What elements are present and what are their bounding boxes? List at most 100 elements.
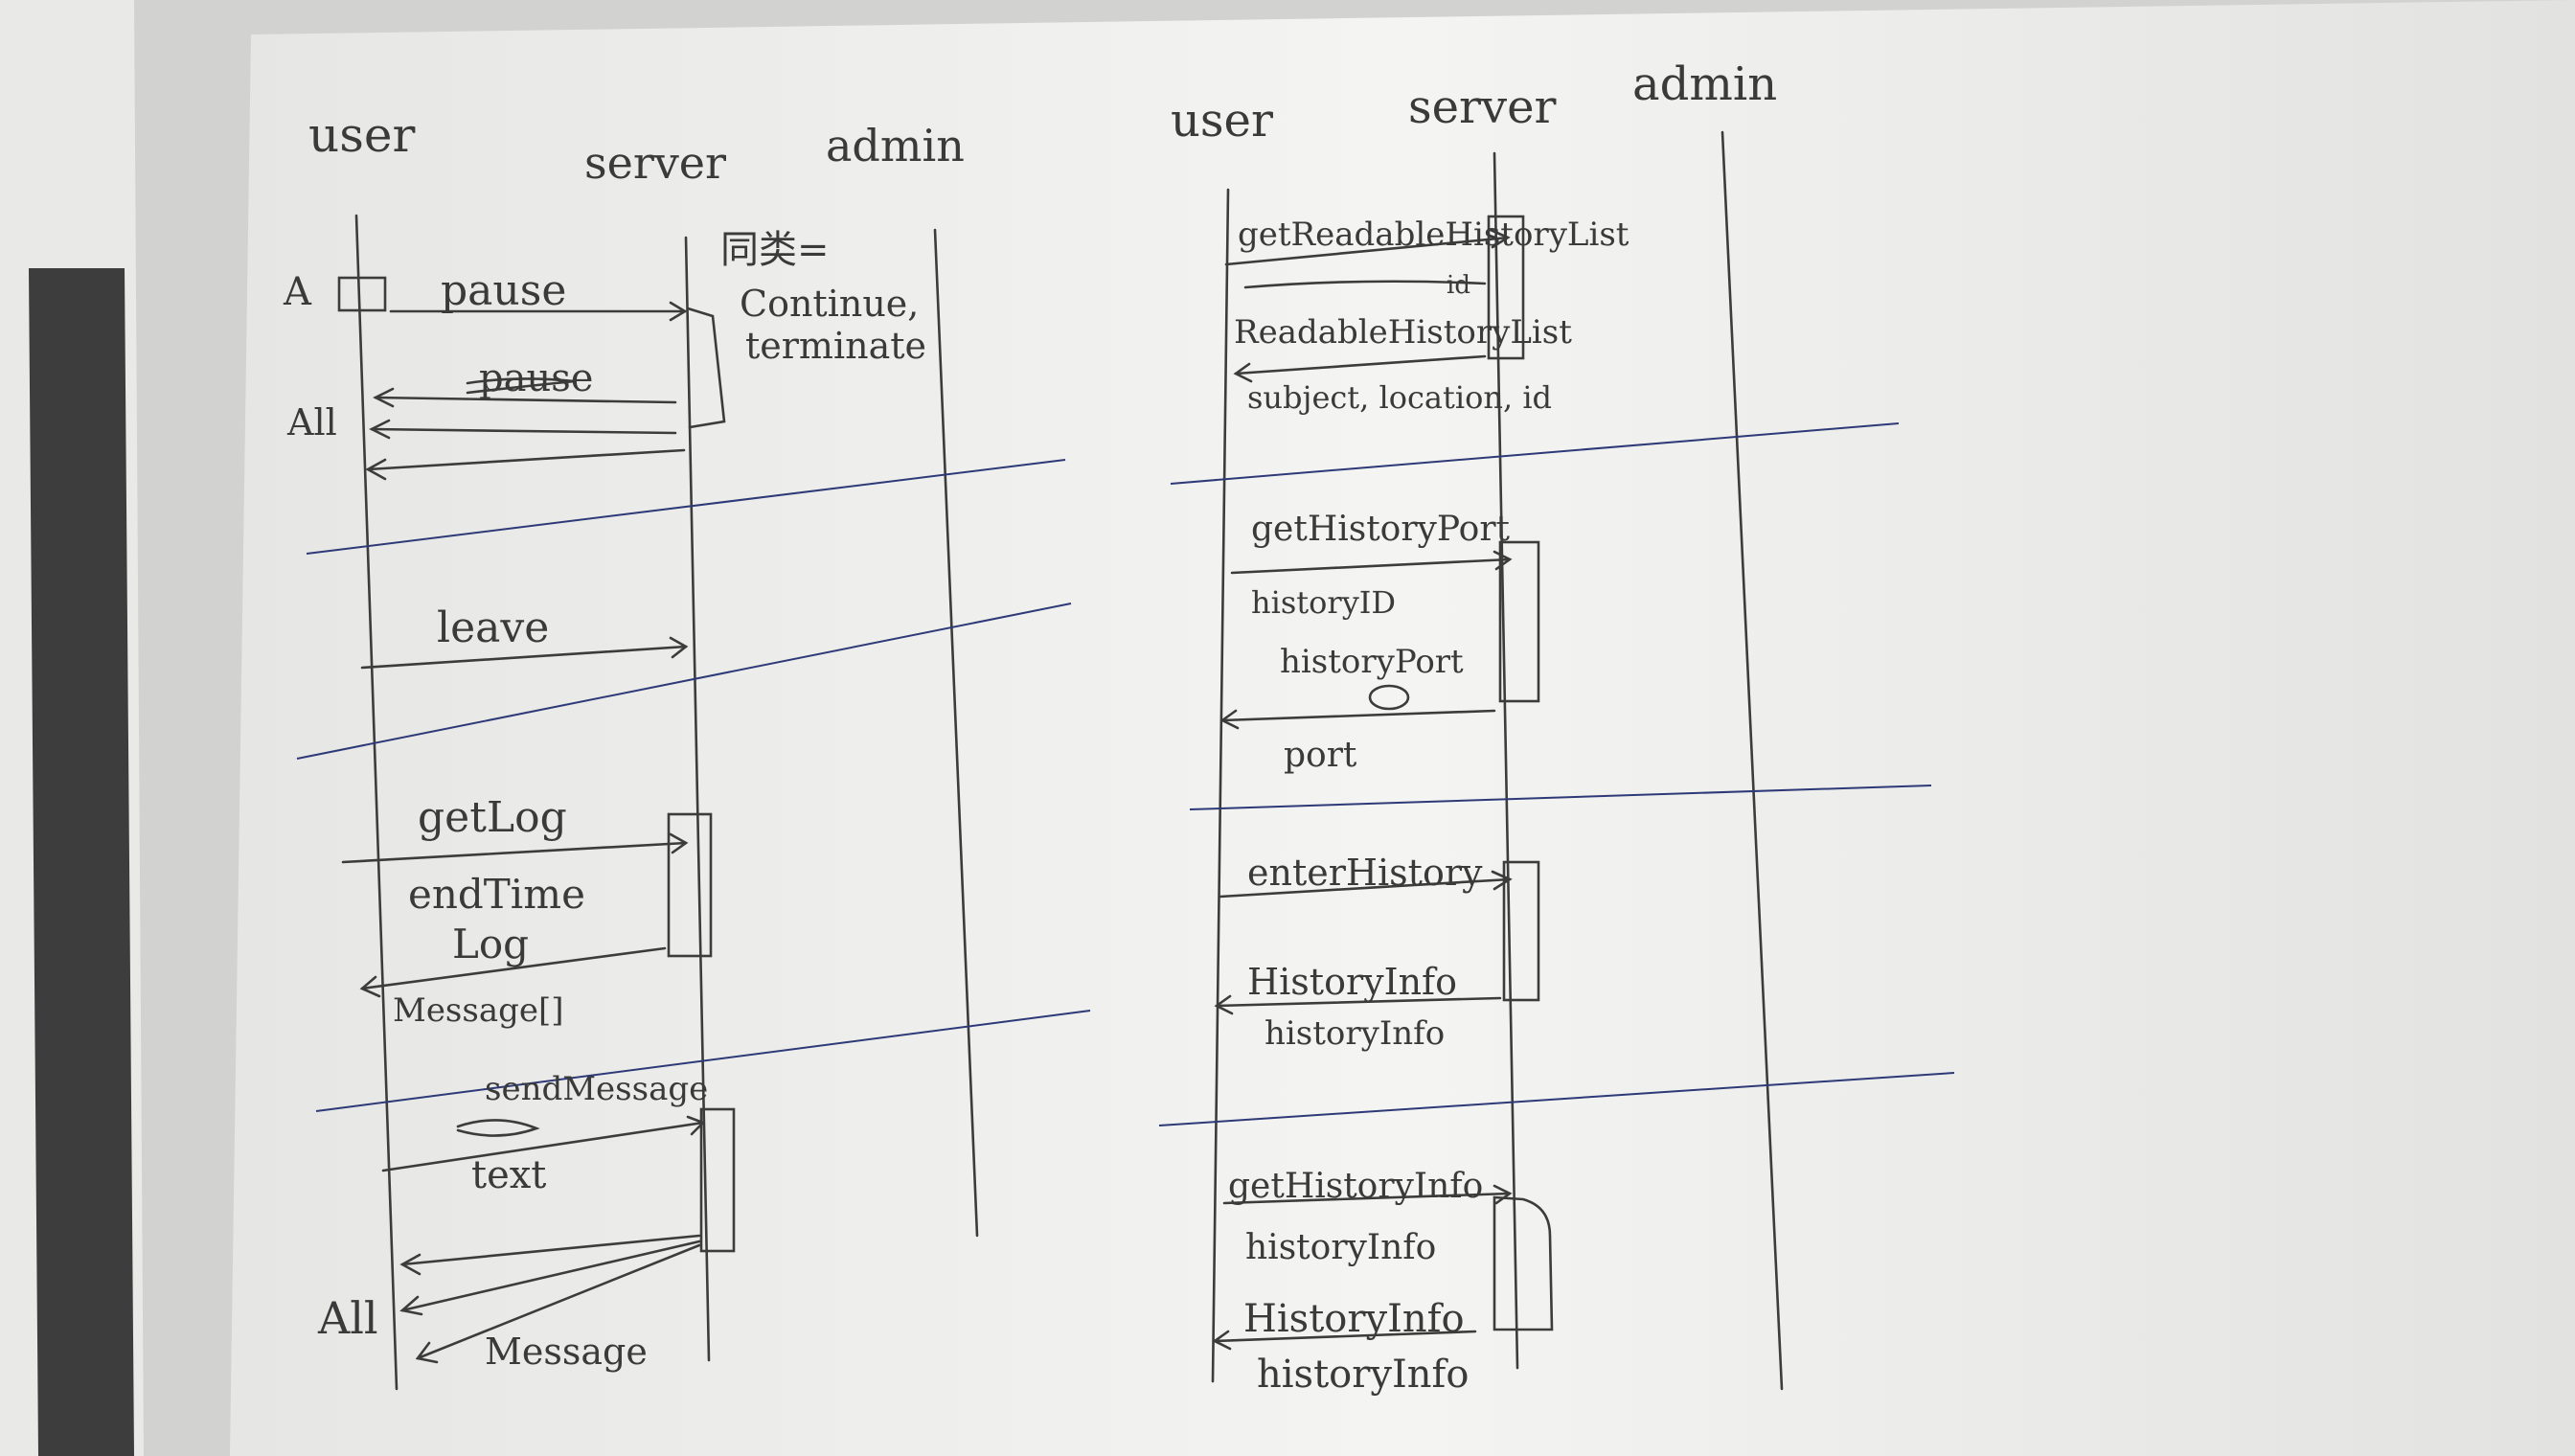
log-label: Log	[452, 921, 529, 967]
text-scribble	[456, 1119, 540, 1137]
text-param-label: text	[471, 1153, 546, 1197]
left-divider-2	[296, 603, 1072, 760]
readable-param-label: id	[1447, 271, 1470, 300]
leave-label: leave	[437, 603, 549, 652]
right-header-admin: admin	[1632, 57, 1777, 111]
pause-request-arrowhead	[669, 301, 688, 322]
right-dividers	[1158, 422, 1955, 1126]
port-activation	[1498, 540, 1540, 703]
log-response-arrowhead	[359, 975, 381, 998]
getlog-arrow	[341, 841, 688, 864]
info-response-arrow	[1213, 1330, 1477, 1343]
left-a-box	[337, 276, 387, 312]
readable-response-arrowhead	[1233, 362, 1253, 383]
left-label-all-bottom: All	[317, 1292, 378, 1344]
right-header-server: server	[1408, 80, 1557, 134]
message-broadcast-arrowhead-1	[399, 1253, 422, 1276]
left-label-all-top: All	[286, 401, 337, 444]
right-texts: user server admin getReadableHistoryList…	[1171, 57, 1777, 1397]
left-server-lifeline	[684, 236, 711, 1362]
port-response-label: historyPort	[1280, 643, 1464, 681]
info-return-label: historyInfo	[1257, 1353, 1469, 1397]
info-activation	[1493, 1195, 1554, 1331]
info-param-label: historyInfo	[1245, 1228, 1436, 1267]
pause-broadcast-label: pause	[479, 356, 593, 400]
port-param-label: historyID	[1251, 584, 1396, 621]
leave-arrowhead	[669, 636, 689, 659]
readable-scribble	[1243, 280, 1487, 289]
pause-broadcast-arrow-2	[370, 427, 677, 435]
port-request-label: getHistoryPort	[1251, 510, 1511, 549]
right-admin-lifeline	[1720, 130, 1784, 1391]
pause-broadcast-arrow-3	[366, 448, 686, 471]
enter-return-label: historyInfo	[1265, 1014, 1445, 1053]
message-broadcast-arrow-1	[400, 1234, 701, 1266]
message-broadcast-arrowhead-2	[399, 1295, 423, 1316]
getlog-activation	[667, 812, 713, 958]
readable-response-arrow	[1234, 354, 1487, 375]
message-array-label: Message[]	[393, 991, 564, 1030]
left-divider-3	[315, 1010, 1091, 1112]
left-note-line2: Continue,	[740, 283, 919, 325]
leave-arrow	[360, 645, 688, 670]
message-broadcast-arrow-3	[416, 1243, 701, 1360]
left-texts: user server admin 同类= Continue, terminat…	[283, 107, 965, 1373]
right-user-lifeline	[1211, 188, 1230, 1383]
left-dividers	[296, 459, 1091, 1112]
pause-broadcast-arrow-1	[374, 396, 677, 404]
readable-return-label: subject, location, id	[1247, 379, 1552, 416]
left-user-lifeline	[354, 214, 399, 1391]
pause-broadcast-arrowhead-1	[373, 387, 395, 408]
left-divider-1	[306, 459, 1066, 555]
port-request-arrow	[1230, 557, 1512, 575]
pause-scribble	[466, 377, 576, 395]
readable-response-label: ReadableHistoryList	[1234, 313, 1572, 352]
sendmessage-arrow	[381, 1121, 705, 1172]
info-response-label: HistoryInfo	[1243, 1297, 1465, 1341]
readable-request-label: getReadableHistoryList	[1238, 216, 1629, 254]
right-diagram	[1211, 130, 1784, 1391]
sendmessage-arrowhead	[686, 1115, 706, 1136]
info-request-label: getHistoryInfo	[1228, 1167, 1483, 1206]
right-divider-1	[1170, 422, 1900, 485]
info-response-arrowhead	[1212, 1330, 1232, 1351]
left-header-admin: admin	[826, 120, 965, 171]
sendmessage-activation	[699, 1107, 736, 1253]
enter-response-arrowhead	[1214, 994, 1234, 1015]
port-scribble	[1368, 684, 1410, 711]
enter-response-arrow	[1215, 996, 1502, 1008]
left-diagram	[337, 214, 979, 1391]
endtime-label: endTime	[408, 871, 585, 918]
info-request-arrow	[1222, 1192, 1512, 1205]
left-label-a: A	[283, 270, 312, 314]
left-header-user: user	[308, 107, 415, 163]
port-return-label: port	[1284, 736, 1357, 775]
message-return-label: Message	[485, 1331, 648, 1373]
message-broadcast-arrowhead-3	[415, 1341, 439, 1364]
right-server-lifeline	[1493, 151, 1519, 1370]
readable-activation	[1487, 215, 1525, 360]
enter-activation	[1502, 860, 1540, 1002]
left-note-line3: terminate	[745, 325, 926, 367]
pause-activation	[686, 307, 726, 429]
enter-request-arrow	[1219, 877, 1512, 899]
pause-broadcast-arrowhead-3	[365, 458, 387, 481]
port-response-arrowhead	[1219, 709, 1240, 730]
readable-request-arrow	[1224, 236, 1510, 266]
log-response-arrow	[360, 946, 667, 990]
left-note-line1: 同类=	[720, 228, 830, 272]
right-divider-2	[1189, 785, 1932, 810]
enter-request-arrowhead	[1491, 870, 1513, 891]
enter-response-label: HistoryInfo	[1247, 961, 1457, 1003]
pause-request-label: pause	[441, 266, 566, 315]
sendmessage-label: sendMessage	[485, 1070, 708, 1108]
getlog-label: getLog	[418, 793, 567, 842]
readable-request-arrowhead	[1489, 228, 1511, 249]
enter-request-label: enterHistory	[1247, 852, 1483, 894]
paper-shadow	[29, 268, 134, 1456]
message-broadcast-arrow-2	[400, 1240, 701, 1312]
getlog-arrowhead	[669, 832, 689, 854]
left-admin-lifeline	[933, 228, 979, 1238]
paper-sheet	[230, 0, 2575, 1456]
pause-broadcast-arrowhead-2	[369, 419, 391, 440]
